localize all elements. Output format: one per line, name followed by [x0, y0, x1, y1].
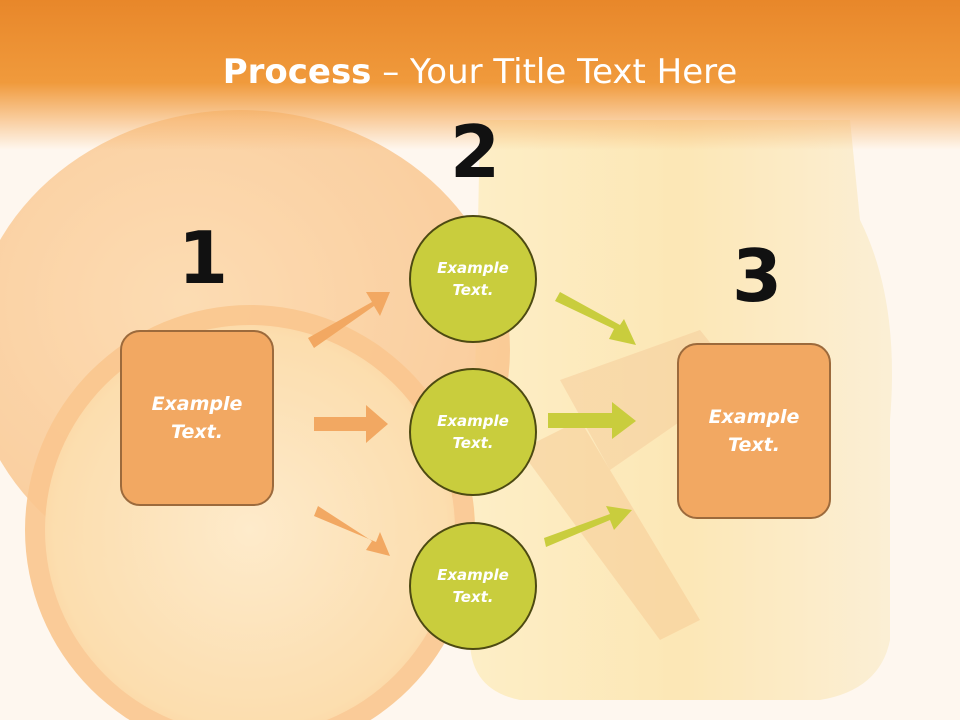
- circle-bottom-text: Example Text.: [437, 565, 509, 607]
- arrow-icon: [544, 506, 632, 547]
- arrow-icon: [555, 292, 636, 345]
- circle-bottom: Example Text.: [409, 522, 537, 650]
- arrow-icon: [314, 405, 388, 443]
- page-title: Process – Your Title Text Here: [0, 52, 960, 92]
- step-number-2: 2: [450, 110, 501, 194]
- circle-top-text: Example Text.: [437, 258, 509, 300]
- step-number-3: 3: [732, 234, 783, 318]
- right-step-box: Example Text.: [677, 343, 831, 519]
- circle-middle: Example Text.: [409, 368, 537, 496]
- arrow-icon: [548, 402, 636, 439]
- green-arrows: [544, 292, 636, 547]
- arrow-icon: [314, 506, 390, 556]
- right-box-text: Example Text.: [708, 405, 800, 457]
- title-bar: [0, 0, 960, 150]
- title-bold: Process: [222, 52, 372, 92]
- orange-arrows: [308, 292, 390, 556]
- left-step-box: Example Text.: [120, 330, 274, 506]
- circle-top: Example Text.: [409, 215, 537, 343]
- arrow-icon: [308, 292, 390, 348]
- title-rest: – Your Title Text Here: [371, 52, 738, 92]
- left-box-text: Example Text.: [151, 392, 243, 444]
- step-number-1: 1: [178, 216, 229, 300]
- circle-middle-text: Example Text.: [437, 411, 509, 453]
